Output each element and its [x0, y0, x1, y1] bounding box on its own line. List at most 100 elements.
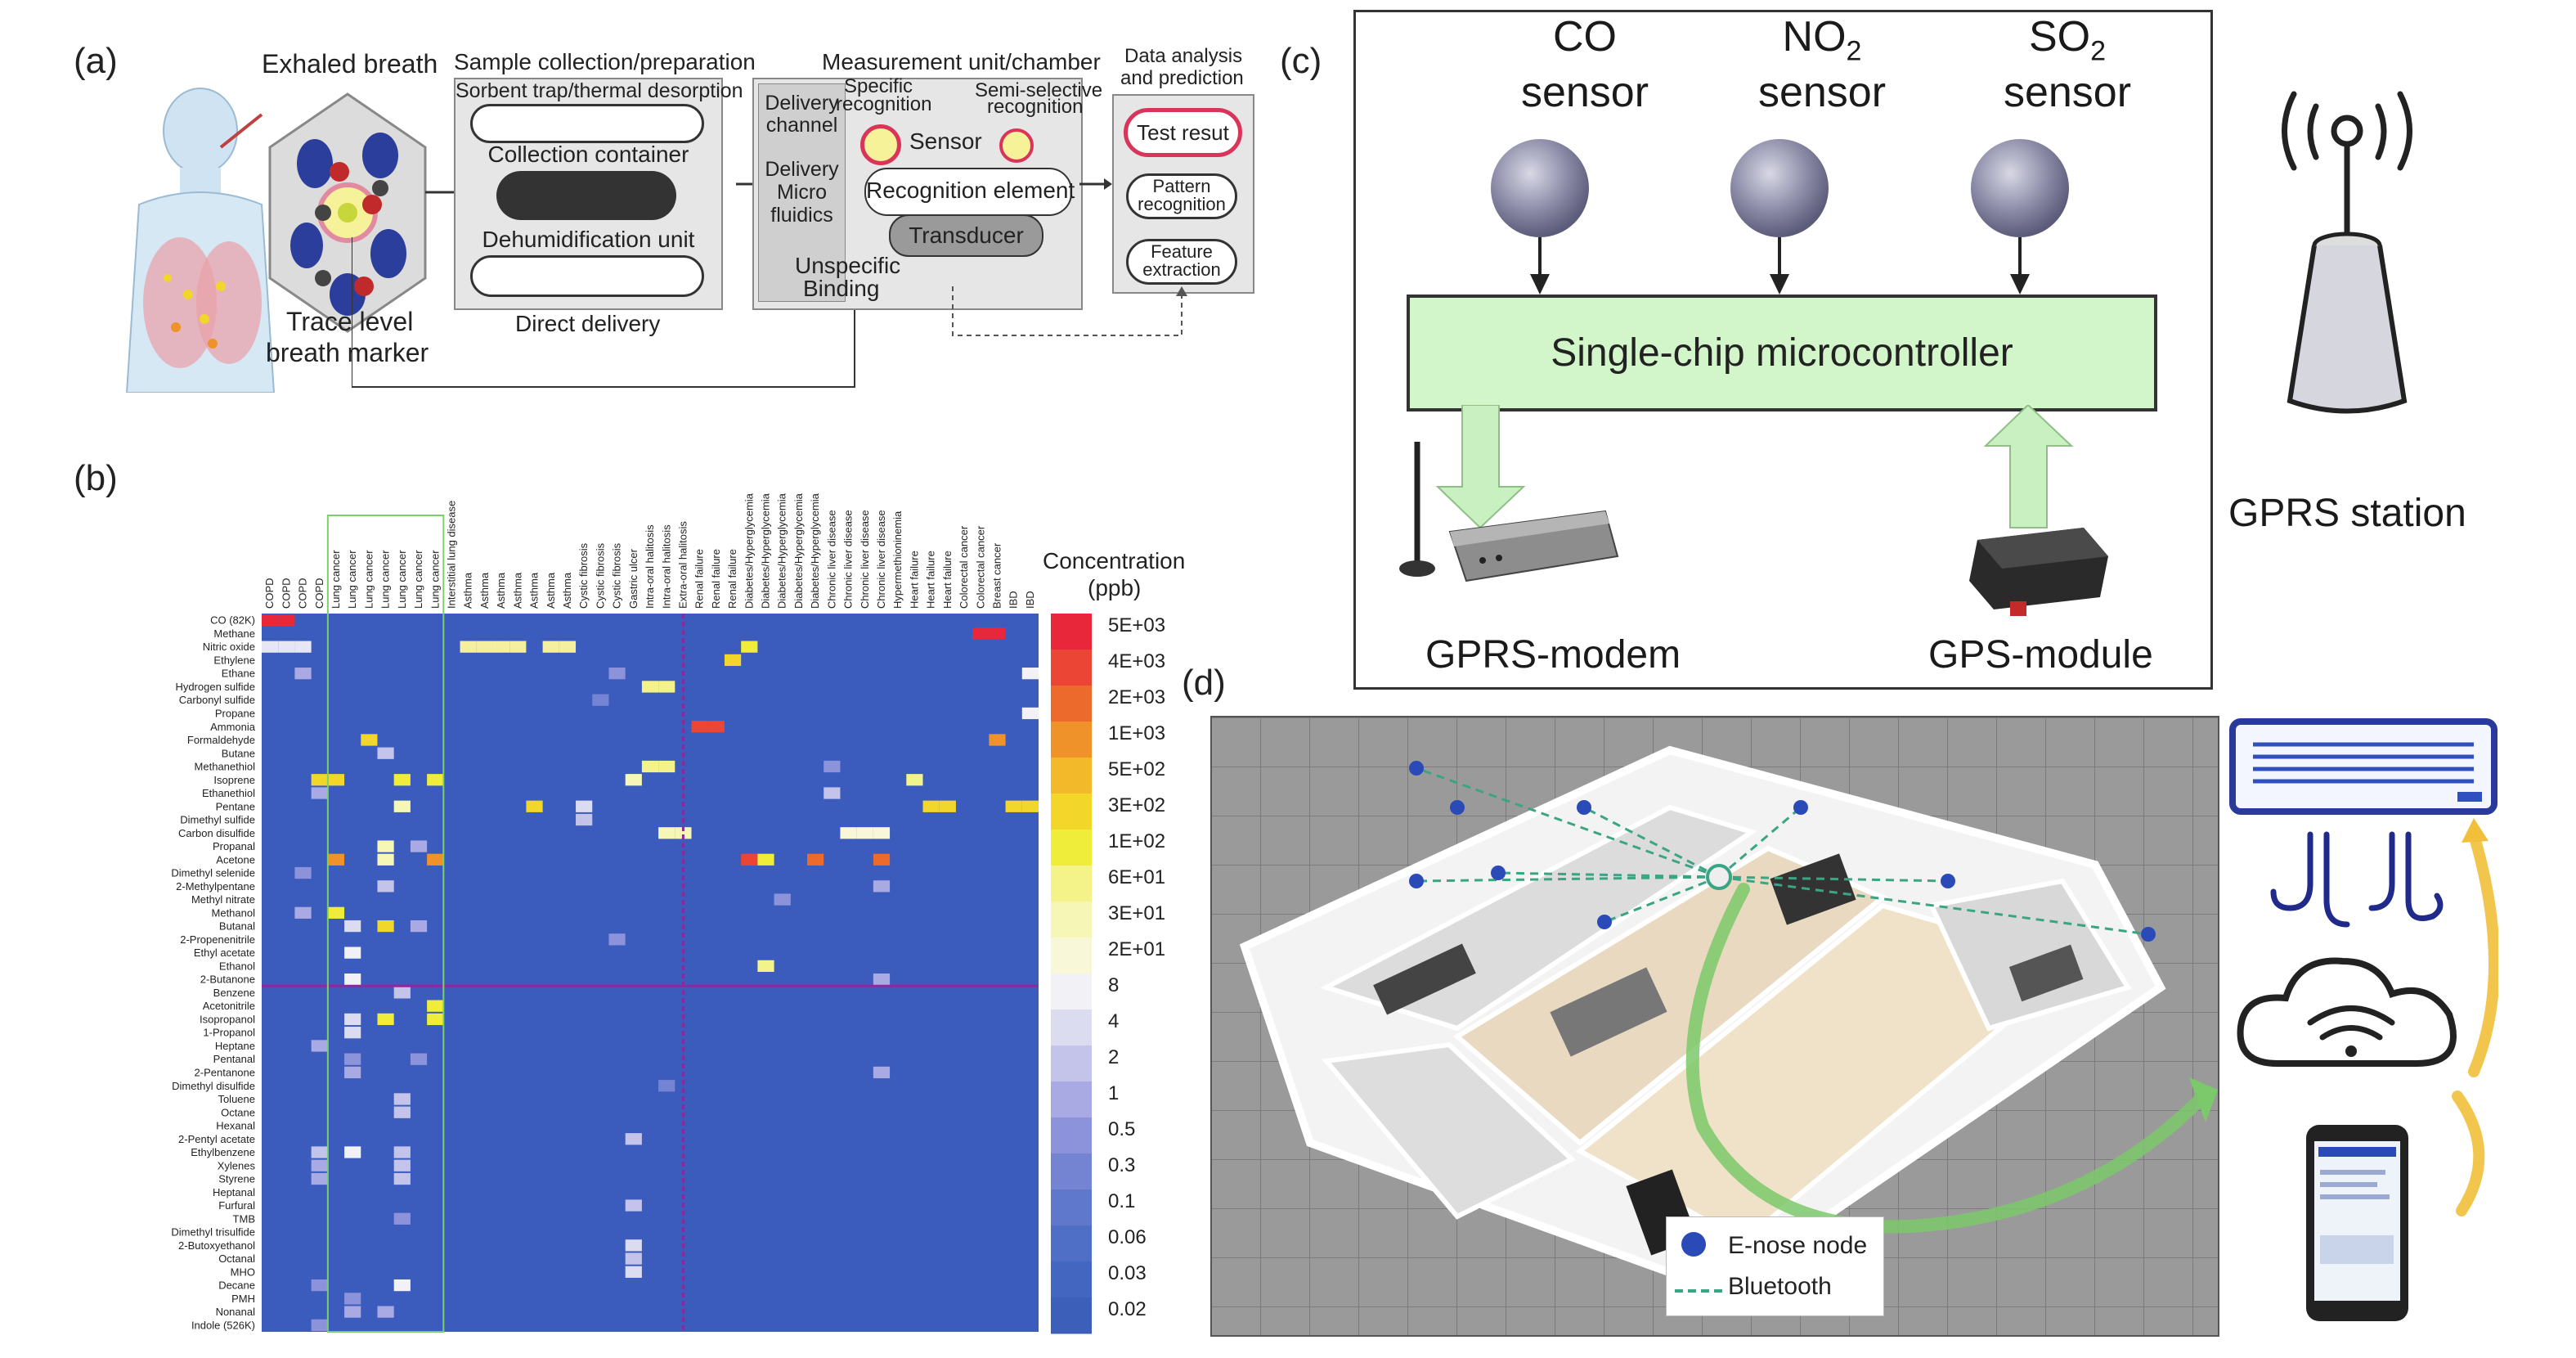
sorbent-container [470, 104, 704, 143]
gps-module-label: GPS-module [1928, 633, 2153, 677]
compound-label: CO (82K) [210, 614, 255, 627]
heatmap-cell [327, 906, 345, 919]
delivery-column: Delivery channel Delivery Micro fluidics [758, 83, 846, 302]
disease-label: Asthma [561, 572, 573, 609]
heatmap-cell [344, 1013, 361, 1026]
compound-label: Isoprene [213, 774, 255, 786]
compound-label: 2-Butanone [200, 974, 255, 986]
disease-label: Diabetes/Hyperglycemia [776, 492, 788, 609]
compound-label: Hexanal [216, 1120, 255, 1132]
compound-label: Ethyl acetate [194, 947, 255, 959]
heatmap-cell [344, 1027, 361, 1039]
compound-label: 1-Propanol [203, 1027, 255, 1039]
heatmap-cell [393, 1093, 411, 1105]
colorbar-segment [1051, 866, 1092, 902]
disease-label: Chronic liver disease [875, 510, 887, 609]
heatmap-cell [641, 681, 659, 693]
heatmap-cell [658, 681, 675, 693]
compound-label: Formaldehyde [187, 734, 255, 746]
disease-label: Asthma [462, 572, 474, 609]
sensor-molecule [860, 124, 901, 165]
colorbar-tick-label: 0.1 [1108, 1190, 1135, 1212]
compound-label: Acetone [216, 853, 255, 866]
compound-label: Ethylene [213, 654, 255, 666]
heatmap-cell [460, 641, 477, 653]
collection-container-label: Collection container [487, 142, 689, 167]
measurement-box: Delivery channel Delivery Micro fluidics… [752, 75, 1102, 310]
heatmap-cell [344, 1146, 361, 1158]
colorbar-segment [1051, 938, 1092, 974]
disease-label: Renal failure [693, 549, 706, 609]
heatmap-cell [873, 853, 891, 866]
compound-label: Ethanol [219, 960, 255, 972]
heatmap-cell [393, 987, 411, 999]
trace-level-label-2: breath marker [266, 338, 429, 367]
data-analysis-box: Test resut Pattern recognition Feature e… [1112, 94, 1254, 294]
heatmap-cell [377, 853, 394, 866]
colorbar-segment [1051, 1297, 1092, 1334]
cloud-devices-illustration [2229, 718, 2498, 1321]
disease-label: Asthma [478, 572, 491, 609]
heatmap-cell [294, 668, 312, 680]
colorbar-segment [1051, 902, 1092, 938]
disease-label: COPD [297, 578, 309, 609]
compound-label: Isopropanol [200, 1013, 255, 1025]
heatmap-cell [625, 1133, 642, 1145]
heatmap-cell [476, 641, 493, 653]
heatmap-cell [625, 1199, 642, 1212]
heatmap-cell [327, 853, 345, 866]
colorbar-tick-label: 2E+01 [1108, 938, 1165, 960]
heatmap-cell [427, 1013, 444, 1026]
sorbent-trap-label: Sorbent trap/thermal desorption [456, 79, 743, 102]
heatmap-cell [393, 1212, 411, 1225]
compound-label: Nonanal [216, 1306, 256, 1318]
heatmap-cell [278, 614, 295, 627]
heatmap-cell [641, 760, 659, 773]
heatmap-cell [873, 1066, 891, 1079]
compound-label: Nitric oxide [203, 641, 255, 653]
compound-label: Butanal [219, 920, 255, 933]
compound-label: TMB [233, 1212, 255, 1225]
heatmap-cell [1021, 707, 1039, 720]
heatmap-cell [608, 933, 626, 946]
heatmap-cell [377, 840, 394, 852]
disease-label: Intra-oral halitosis [660, 524, 672, 609]
compound-label: Styrene [218, 1173, 255, 1185]
compound-label: Propanal [213, 840, 255, 852]
compound-label: Benzene [213, 987, 255, 999]
heatmap-cell [278, 641, 295, 653]
feature-extraction-label-1: Feature [1151, 241, 1213, 262]
heatmap-cell [294, 641, 312, 653]
heatmap-cell [906, 774, 923, 786]
compound-label: Heptane [215, 1040, 255, 1052]
compound-label: Dimethyl trisulfide [171, 1226, 255, 1239]
heatmap-cell [427, 774, 444, 786]
pattern-recognition-pill: Pattern recognition [1126, 173, 1237, 219]
heatmap-cell [625, 774, 642, 786]
heatmap-cell [311, 787, 328, 799]
disease-label: Diabetes/Hyperglycemia [792, 492, 805, 609]
colorbar-tick-label: 6E+01 [1108, 866, 1165, 888]
disease-label: Heart failure [908, 551, 920, 609]
heatmap-cell [393, 774, 411, 786]
panel-label-c: (c) [1280, 41, 1322, 81]
compound-label: Decane [218, 1279, 255, 1292]
disease-label: Renal failure [710, 549, 722, 609]
colorbar-tick-label: 5E+02 [1108, 758, 1165, 780]
gprs-station-label: GPRS station [2228, 492, 2466, 535]
so2-sensor-label-1: SO2 [2028, 13, 2107, 67]
colorbar-segment [1051, 1153, 1092, 1190]
heatmap-cell [840, 827, 857, 839]
compound-label: Heptanal [213, 1186, 255, 1198]
disease-label: Asthma [495, 572, 507, 609]
compound-label: Carbonyl sulfide [179, 694, 255, 706]
recognition-element-label: Recognition element [866, 178, 1075, 203]
panel-a-breath-analysis: Exhaled breath Trace level breath marker… [123, 45, 1268, 393]
heatmap-cell [344, 1066, 361, 1079]
data-analysis-title-2: and prediction [1120, 67, 1244, 89]
colorbar-tick-label: 4 [1108, 1010, 1119, 1032]
heatmap-cell [393, 1159, 411, 1171]
cloud-icon [2237, 957, 2457, 1067]
compound-label: Furfural [218, 1199, 255, 1212]
semi-selective-molecule [999, 128, 1034, 163]
